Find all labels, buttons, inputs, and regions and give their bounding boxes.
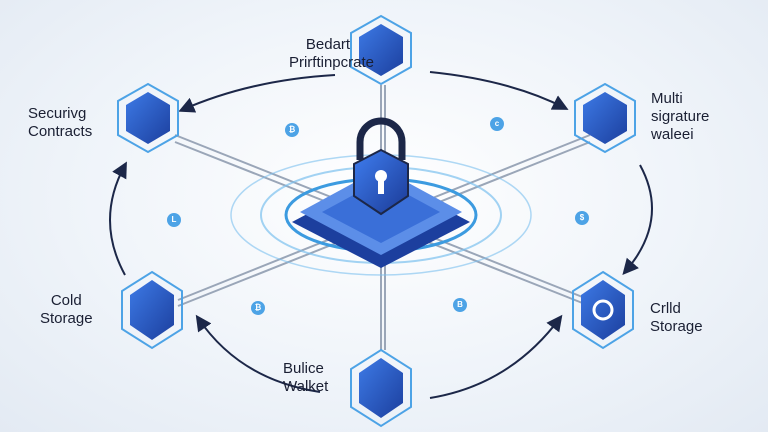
label-line: Contracts xyxy=(28,123,93,140)
label-line: Securivg xyxy=(28,105,87,122)
coin-badge: ₿ xyxy=(285,123,299,137)
label-line: Prirftinpcrate xyxy=(288,54,374,71)
node-hexagons xyxy=(117,14,636,428)
label-line: Multi xyxy=(651,90,683,107)
hexagon-node-bottom xyxy=(350,348,412,428)
flow-arrows xyxy=(109,71,653,399)
coin-badge: ₿ xyxy=(251,301,265,315)
hexagon-node-top-left xyxy=(117,82,179,154)
coin-badge: L xyxy=(167,213,181,227)
padlock-icon xyxy=(353,117,409,216)
label-line: Storage xyxy=(40,310,93,327)
label-line: Storage xyxy=(650,318,703,335)
coin-badge: $ xyxy=(575,211,589,225)
label-line: Cold xyxy=(50,292,82,309)
hexagon-node-bottom-right xyxy=(572,270,634,350)
hexagon-node-bottom-left xyxy=(121,270,183,350)
hexagon-node-top-right xyxy=(574,82,636,154)
label-line: Crlld xyxy=(650,300,681,317)
label-line: waleei xyxy=(651,126,694,143)
label-line: Bedart xyxy=(305,36,351,53)
coin-badge: c xyxy=(490,117,504,131)
coin-badge: B xyxy=(453,298,467,312)
hexagon-node-top xyxy=(350,14,412,86)
label-line: sigrature xyxy=(651,108,710,125)
ring-icon xyxy=(592,299,614,321)
label-line: Bulice xyxy=(283,360,324,377)
label-line: Walket xyxy=(283,378,329,395)
